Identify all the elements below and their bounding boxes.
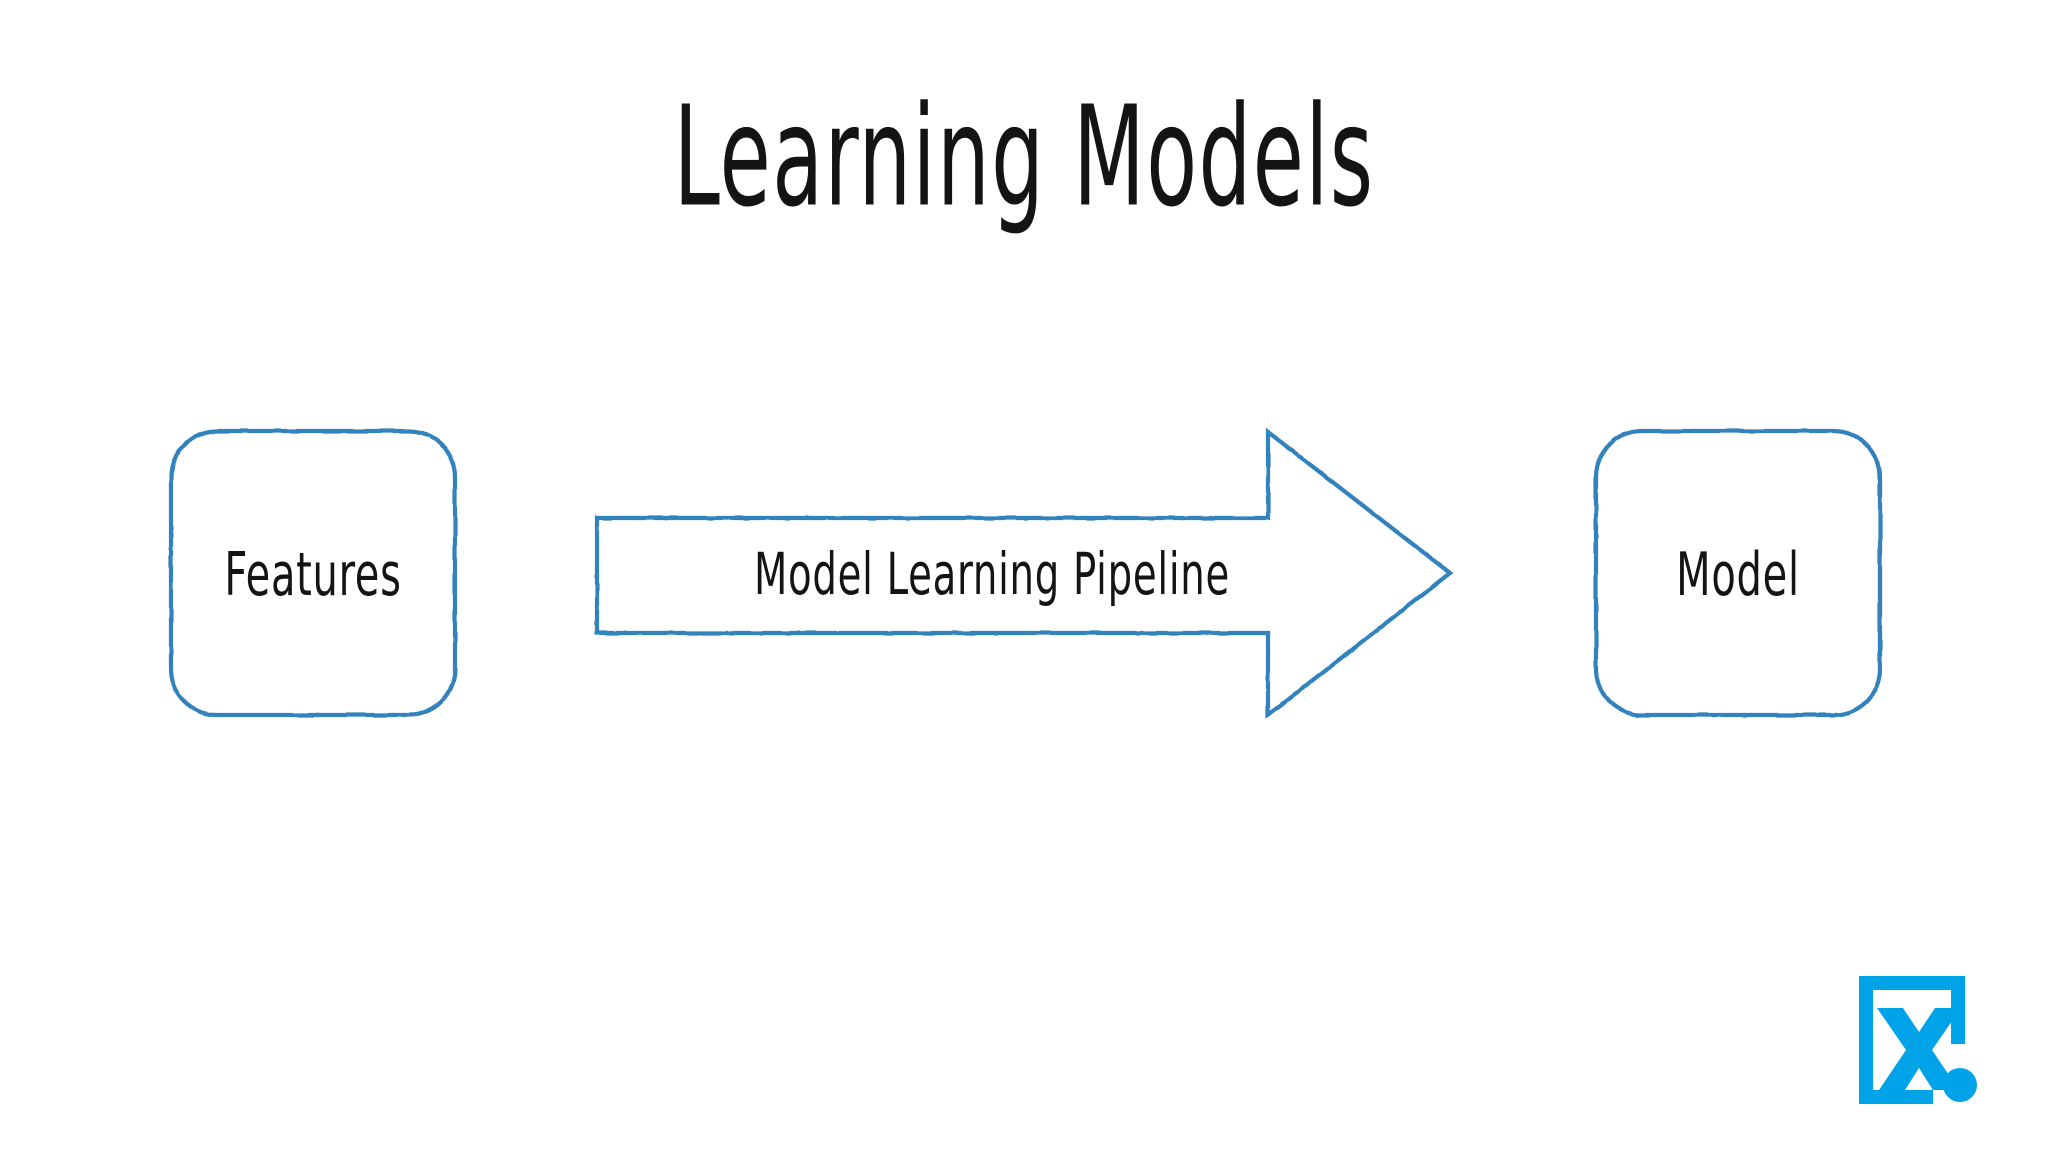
node-model[interactable] [1593,428,1883,718]
x-bracket-logo-icon [1859,976,1977,1104]
model-box-outline [1593,428,1883,718]
logo-dot [1943,1068,1977,1102]
page-title: Learning Models [673,76,1375,239]
pipeline-arrow[interactable] [594,427,1454,720]
logo-frame [1859,976,1965,1104]
pipeline-arrow-outline [594,427,1454,720]
model-label: Model [1676,540,1800,610]
pipeline-label: Model Learning Pipeline [753,540,1231,608]
features-box-outline [168,428,458,718]
logo-x-mark [1877,1008,1961,1090]
features-label: Features [224,540,402,610]
node-features[interactable] [168,428,458,718]
brand-logo [1855,972,1983,1117]
